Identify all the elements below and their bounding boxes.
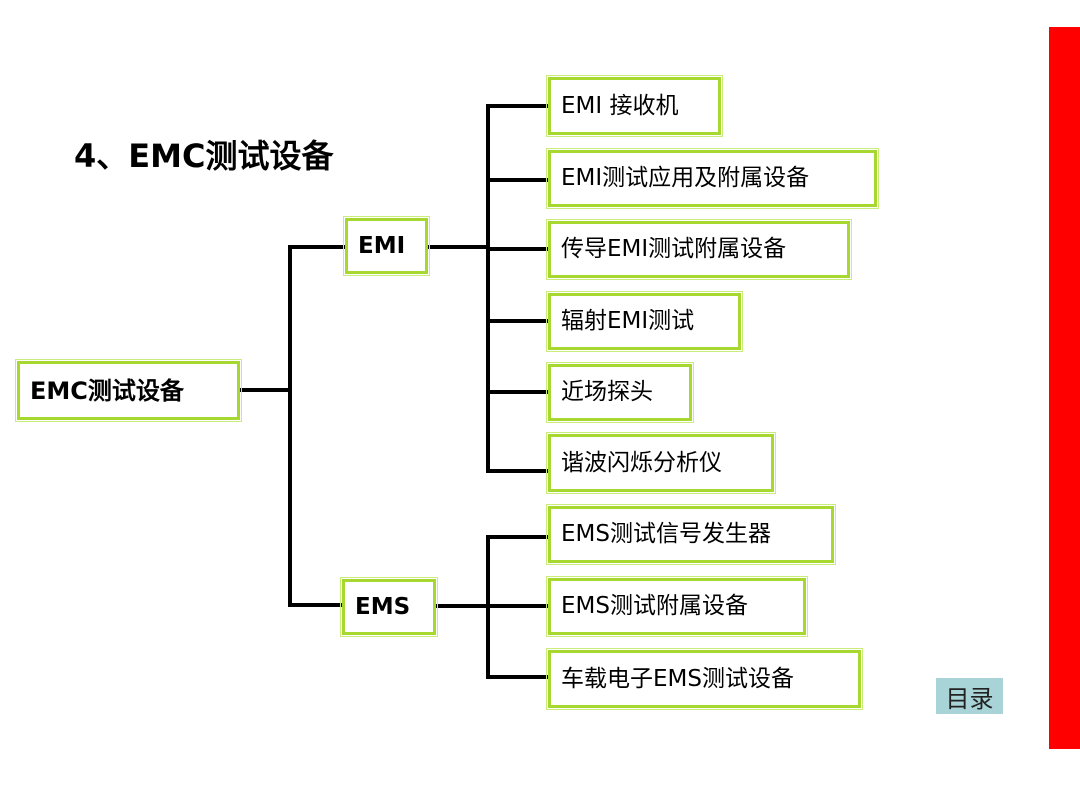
red-accent-bar	[1049, 27, 1080, 749]
node-emi-item: 近场探头	[546, 362, 694, 423]
page-title: 4、EMC测试设备	[74, 137, 334, 175]
node-emi-item: 辐射EMI测试	[546, 291, 743, 352]
node-emi: EMI	[343, 216, 430, 276]
node-ems-item: 车载电子EMS测试设备	[546, 648, 863, 710]
node-emi-item: EMI 接收机	[546, 75, 723, 137]
node-emi-item: 传导EMI测试附属设备	[546, 219, 852, 280]
node-ems: EMS	[340, 577, 438, 637]
node-ems-item: EMS测试附属设备	[546, 576, 808, 637]
toc-link[interactable]: 目录	[936, 678, 1003, 714]
node-emi-item: EMI测试应用及附属设备	[546, 148, 879, 209]
node-ems-item: EMS测试信号发生器	[546, 504, 836, 565]
node-root: EMC测试设备	[15, 359, 242, 422]
node-emi-item: 谐波闪烁分析仪	[546, 432, 776, 494]
